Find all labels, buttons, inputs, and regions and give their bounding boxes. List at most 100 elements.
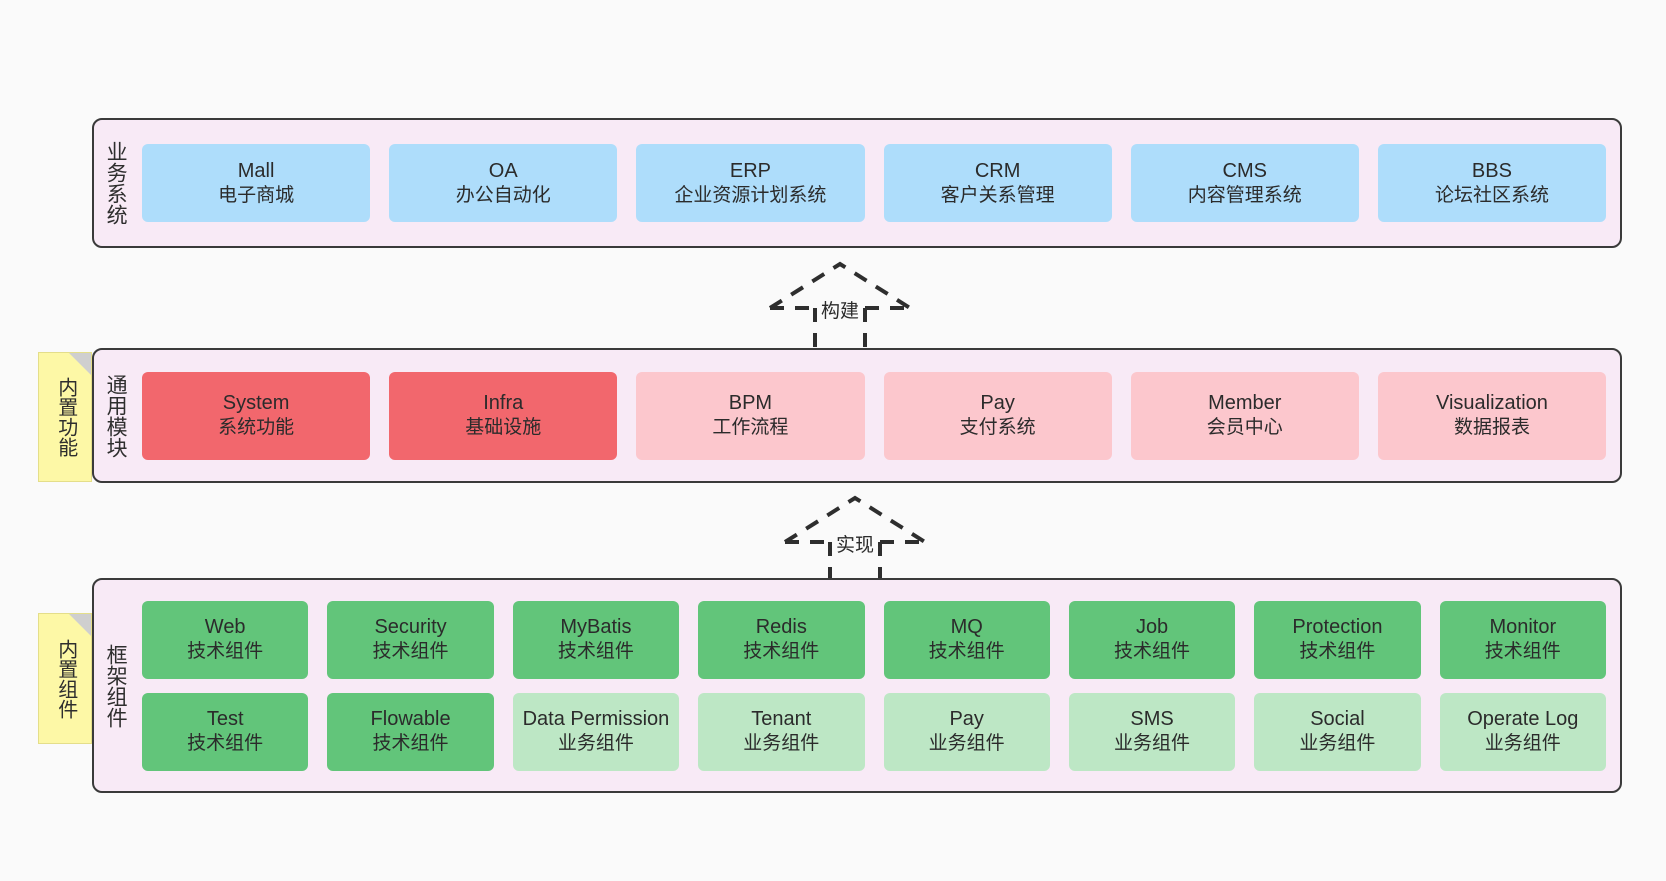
node-pay-module[interactable]: Pay 支付系统: [883, 371, 1112, 460]
layer-framework-components-title: 框架组件: [104, 643, 128, 728]
node-system[interactable]: System 系统功能: [142, 371, 371, 460]
node-redis-en: Redis: [755, 616, 807, 639]
node-job[interactable]: Job 技术组件: [1068, 600, 1236, 679]
node-visualization-en: Visualization: [1435, 392, 1548, 415]
node-monitor-cn: 技术组件: [1484, 641, 1561, 663]
node-infra-en: Infra: [483, 392, 524, 415]
node-erp-en: ERP: [729, 159, 771, 182]
business-systems-row: Mall 电子商城 OA 办公自动化 ERP 企业资源计划系统 CRM 客户关系…: [142, 144, 1607, 222]
node-protection[interactable]: Protection 技术组件: [1254, 600, 1421, 679]
node-test[interactable]: Test 技术组件: [142, 692, 309, 771]
note-builtin-components: 内置组件: [38, 613, 92, 744]
node-mybatis-cn: 技术组件: [557, 641, 634, 663]
layer-common-modules-body: System 系统功能 Infra 基础设施 BPM 工作流程 Pay 支付系统…: [136, 350, 1620, 481]
node-job-cn: 技术组件: [1114, 641, 1191, 663]
node-infra[interactable]: Infra 基础设施: [389, 371, 618, 460]
node-bbs-cn: 论坛社区系统: [1434, 184, 1549, 206]
node-bbs[interactable]: BBS 论坛社区系统: [1377, 144, 1607, 222]
node-security-en: Security: [374, 616, 447, 639]
node-mq-cn: 技术组件: [928, 641, 1005, 663]
node-operate-log[interactable]: Operate Log 业务组件: [1439, 692, 1606, 771]
node-test-cn: 技术组件: [187, 733, 264, 755]
node-crm-cn: 客户关系管理: [940, 184, 1055, 206]
note-fold-icon: [69, 614, 91, 636]
node-monitor-en: Monitor: [1489, 616, 1557, 639]
layer-business-systems-body: Mall 电子商城 OA 办公自动化 ERP 企业资源计划系统 CRM 客户关系…: [136, 120, 1620, 246]
layer-business-systems: 业务系统 Mall 电子商城 OA 办公自动化 ERP 企业资源计划系统 CRM…: [92, 118, 1622, 248]
node-member-en: Member: [1208, 392, 1282, 415]
node-pay-module-en: Pay: [980, 392, 1015, 415]
node-sms[interactable]: SMS 业务组件: [1068, 692, 1236, 771]
node-oa[interactable]: OA 办公自动化: [389, 144, 618, 222]
node-oa-en: OA: [488, 159, 518, 182]
common-modules-row: System 系统功能 Infra 基础设施 BPM 工作流程 Pay 支付系统…: [142, 371, 1607, 460]
node-flowable[interactable]: Flowable 技术组件: [327, 692, 494, 771]
node-operate-log-cn: 业务组件: [1484, 733, 1561, 755]
node-redis[interactable]: Redis 技术组件: [698, 600, 865, 679]
node-sms-cn: 业务组件: [1114, 733, 1191, 755]
note-builtin-features-label: 内置功能: [54, 377, 77, 457]
node-monitor[interactable]: Monitor 技术组件: [1439, 600, 1606, 679]
node-web-cn: 技术组件: [187, 641, 264, 663]
node-bpm[interactable]: BPM 工作流程: [636, 371, 865, 460]
node-protection-cn: 技术组件: [1299, 641, 1376, 663]
node-flowable-en: Flowable: [370, 708, 451, 731]
connector-implement-arrow-icon: [783, 495, 927, 588]
layer-business-systems-title: 业务系统: [104, 141, 128, 225]
layer-common-modules-title: 通用模块: [104, 373, 128, 458]
node-erp[interactable]: ERP 企业资源计划系统: [636, 144, 865, 222]
node-mybatis[interactable]: MyBatis 技术组件: [512, 600, 680, 679]
node-bbs-en: BBS: [1471, 159, 1512, 182]
node-system-en: System: [222, 392, 290, 415]
node-pay-component-cn: 业务组件: [928, 733, 1005, 755]
node-data-permission[interactable]: Data Permission 业务组件: [512, 692, 680, 771]
connector-build-arrow-icon: [768, 261, 912, 354]
node-security[interactable]: Security 技术组件: [327, 600, 494, 679]
node-crm[interactable]: CRM 客户关系管理: [883, 144, 1112, 222]
node-flowable-cn: 技术组件: [372, 733, 449, 755]
node-erp-cn: 企业资源计划系统: [674, 184, 827, 206]
node-tenant[interactable]: Tenant 业务组件: [698, 692, 865, 771]
node-member-cn: 会员中心: [1206, 417, 1283, 439]
node-cms-cn: 内容管理系统: [1187, 184, 1302, 206]
node-social-en: Social: [1310, 708, 1365, 731]
node-crm-en: CRM: [974, 159, 1021, 182]
node-data-permission-en: Data Permission: [522, 708, 670, 731]
framework-business-row: Test 技术组件 Flowable 技术组件 Data Permission …: [142, 692, 1606, 771]
node-cms[interactable]: CMS 内容管理系统: [1130, 144, 1359, 222]
node-protection-en: Protection: [1292, 616, 1383, 639]
layer-common-modules: 通用模块 System 系统功能 Infra 基础设施 BPM 工作流程 Pay…: [92, 348, 1622, 483]
node-bpm-cn: 工作流程: [712, 417, 789, 439]
node-web[interactable]: Web 技术组件: [142, 600, 309, 679]
note-builtin-components-label: 内置组件: [54, 638, 77, 719]
node-pay-module-cn: 支付系统: [959, 417, 1036, 439]
node-redis-cn: 技术组件: [743, 641, 820, 663]
layer-framework-components-body: Web 技术组件 Security 技术组件 MyBatis 技术组件 Redi…: [136, 580, 1620, 791]
node-cms-en: CMS: [1222, 159, 1267, 182]
node-mall[interactable]: Mall 电子商城: [142, 144, 371, 222]
node-pay-component-en: Pay: [949, 708, 984, 731]
node-visualization[interactable]: Visualization 数据报表: [1377, 371, 1607, 460]
note-fold-icon: [69, 353, 91, 375]
node-mq-en: MQ: [950, 616, 983, 639]
node-security-cn: 技术组件: [372, 641, 449, 663]
node-web-en: Web: [204, 616, 246, 639]
node-job-en: Job: [1135, 616, 1169, 639]
connector-build: 构建: [760, 256, 920, 356]
node-mall-cn: 电子商城: [218, 184, 295, 206]
node-member[interactable]: Member 会员中心: [1130, 371, 1359, 460]
node-operate-log-en: Operate Log: [1467, 708, 1579, 731]
node-mq[interactable]: MQ 技术组件: [883, 600, 1050, 679]
node-social[interactable]: Social 业务组件: [1254, 692, 1421, 771]
node-tenant-cn: 业务组件: [743, 733, 820, 755]
node-test-en: Test: [206, 708, 244, 731]
connector-implement: 实现: [775, 490, 935, 590]
node-social-cn: 业务组件: [1299, 733, 1376, 755]
node-mybatis-en: MyBatis: [560, 616, 632, 639]
node-sms-en: SMS: [1130, 708, 1174, 731]
node-visualization-cn: 数据报表: [1453, 417, 1530, 439]
node-infra-cn: 基础设施: [465, 417, 542, 439]
node-pay-component[interactable]: Pay 业务组件: [883, 692, 1050, 771]
layer-framework-components: 框架组件 Web 技术组件 Security 技术组件 MyBatis 技术组件…: [92, 578, 1622, 793]
